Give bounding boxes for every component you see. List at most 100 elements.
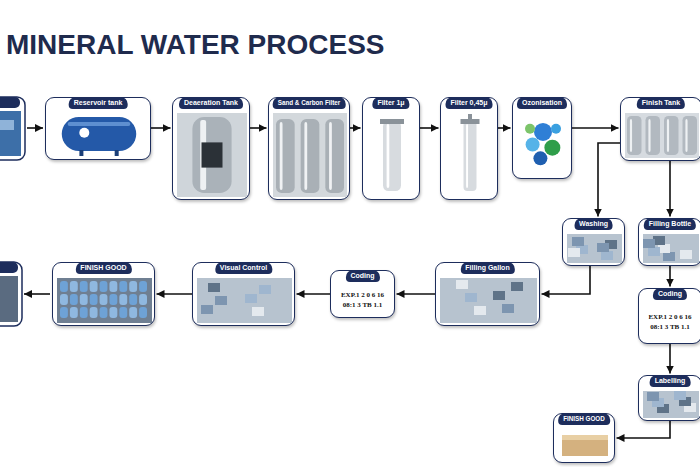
tank-highlight [304, 122, 307, 190]
picture-part [79, 128, 89, 138]
picture-part [202, 142, 223, 167]
process-box: Deaeration Tank [172, 97, 250, 200]
molecule-ball [534, 123, 552, 141]
picture-part [597, 243, 609, 252]
process-box: Labelling [638, 375, 700, 421]
molecule-ball [526, 138, 540, 152]
picture-part [62, 117, 136, 151]
step-label: Ozonisation [517, 97, 567, 109]
step-label: Reservoir tank [69, 97, 128, 109]
bottle-shape [90, 281, 98, 292]
cropped-tab [0, 262, 18, 273]
tank-highlight [630, 119, 632, 152]
picture-part [461, 114, 480, 191]
picture-part [643, 234, 699, 263]
bottle-shape [100, 281, 108, 292]
molecule-ball [551, 124, 561, 134]
process-box: Washing [562, 218, 625, 266]
tank-shape [325, 119, 344, 193]
picture-part [465, 293, 477, 302]
bottle-shape [109, 294, 117, 305]
tank-shape [664, 116, 679, 155]
bottle-shape [139, 281, 147, 292]
picture-part [259, 285, 271, 294]
tank-shape [276, 119, 295, 193]
step-picture [173, 98, 251, 201]
bottle-shape [139, 307, 147, 318]
flow-arrow [572, 127, 619, 129]
picture-part [680, 250, 692, 259]
tank-highlight [685, 119, 687, 152]
bottle-shape [90, 294, 98, 305]
step-label: Filling Bottle [644, 218, 696, 230]
picture-part [201, 305, 213, 314]
picture-part [502, 304, 514, 313]
bottle-shape [60, 281, 68, 292]
bottle-shape [70, 281, 78, 292]
tank-shape [646, 116, 661, 155]
picture-part [440, 278, 537, 323]
picture-part [57, 278, 152, 323]
step-label: Deaeration Tank [179, 97, 243, 109]
flow-arrow [498, 127, 511, 129]
bottle-shape [70, 307, 78, 318]
step-label: Visual Control [215, 262, 272, 274]
picture-part [525, 123, 561, 165]
process-box: Finish Tank [620, 97, 700, 161]
bottle-shape [129, 307, 137, 318]
process-box: Filling Bottle [638, 218, 700, 266]
flow-arrow [420, 127, 439, 129]
box-body: EXP.1 2 0 6 1608:1 3 TB 1.1 [639, 303, 700, 341]
process-box: Visual Control [192, 262, 295, 326]
picture-part [215, 296, 227, 305]
picture-part [562, 435, 608, 440]
picture-part [456, 280, 468, 289]
process-box: Filter 0,45μ [440, 97, 498, 200]
step-label: Finish Tank [637, 97, 685, 109]
cropped-picture [0, 120, 14, 130]
picture-part [208, 283, 220, 292]
flow-arrow [350, 127, 361, 129]
step-picture [441, 98, 499, 201]
process-box: CodingEXP.1 2 0 6 1608:1 3 TB 1.1 [330, 270, 395, 318]
picture-part [197, 278, 292, 323]
picture-part [511, 282, 523, 291]
picture-part [245, 294, 257, 303]
bottle-shape [139, 294, 147, 305]
step-label: FINISH GOOD [558, 413, 610, 425]
tank-shape [301, 119, 320, 193]
step-label: Sand & Carbon Filter [273, 97, 346, 109]
picture-part [177, 113, 247, 197]
picture-part [273, 113, 347, 197]
picture-part [663, 252, 675, 261]
code-text: EXP.1 2 0 6 16 [648, 312, 691, 322]
tank-shape [383, 121, 401, 191]
tank-shape [192, 117, 231, 193]
bottle-shape [70, 294, 78, 305]
picture-part [601, 251, 613, 260]
bottle-shape [80, 307, 88, 318]
cropped-picture [0, 111, 21, 156]
cropped-box [0, 262, 22, 326]
step-label: Coding [345, 270, 379, 282]
tank-shape [683, 116, 698, 155]
process-box: Filter 1μ [362, 97, 420, 200]
picture-part [252, 307, 264, 316]
process-box: Sand & Carbon Filter [268, 97, 350, 200]
molecule-ball [544, 140, 560, 156]
bottle-shape [100, 294, 108, 305]
cropped-tab [0, 97, 20, 108]
picture-part [177, 113, 247, 197]
bottle-shape [60, 294, 68, 305]
picture-part [648, 247, 660, 256]
step-label: Filter 1μ [372, 97, 409, 109]
picture-part [273, 113, 347, 197]
arrow-line [27, 127, 43, 129]
flow-arrow [397, 293, 436, 295]
picture-part [562, 435, 608, 456]
picture-part [643, 391, 699, 418]
picture-part [197, 278, 292, 323]
flow-arrow [669, 161, 671, 217]
flow-arrow [151, 127, 171, 129]
picture-part [380, 119, 404, 124]
